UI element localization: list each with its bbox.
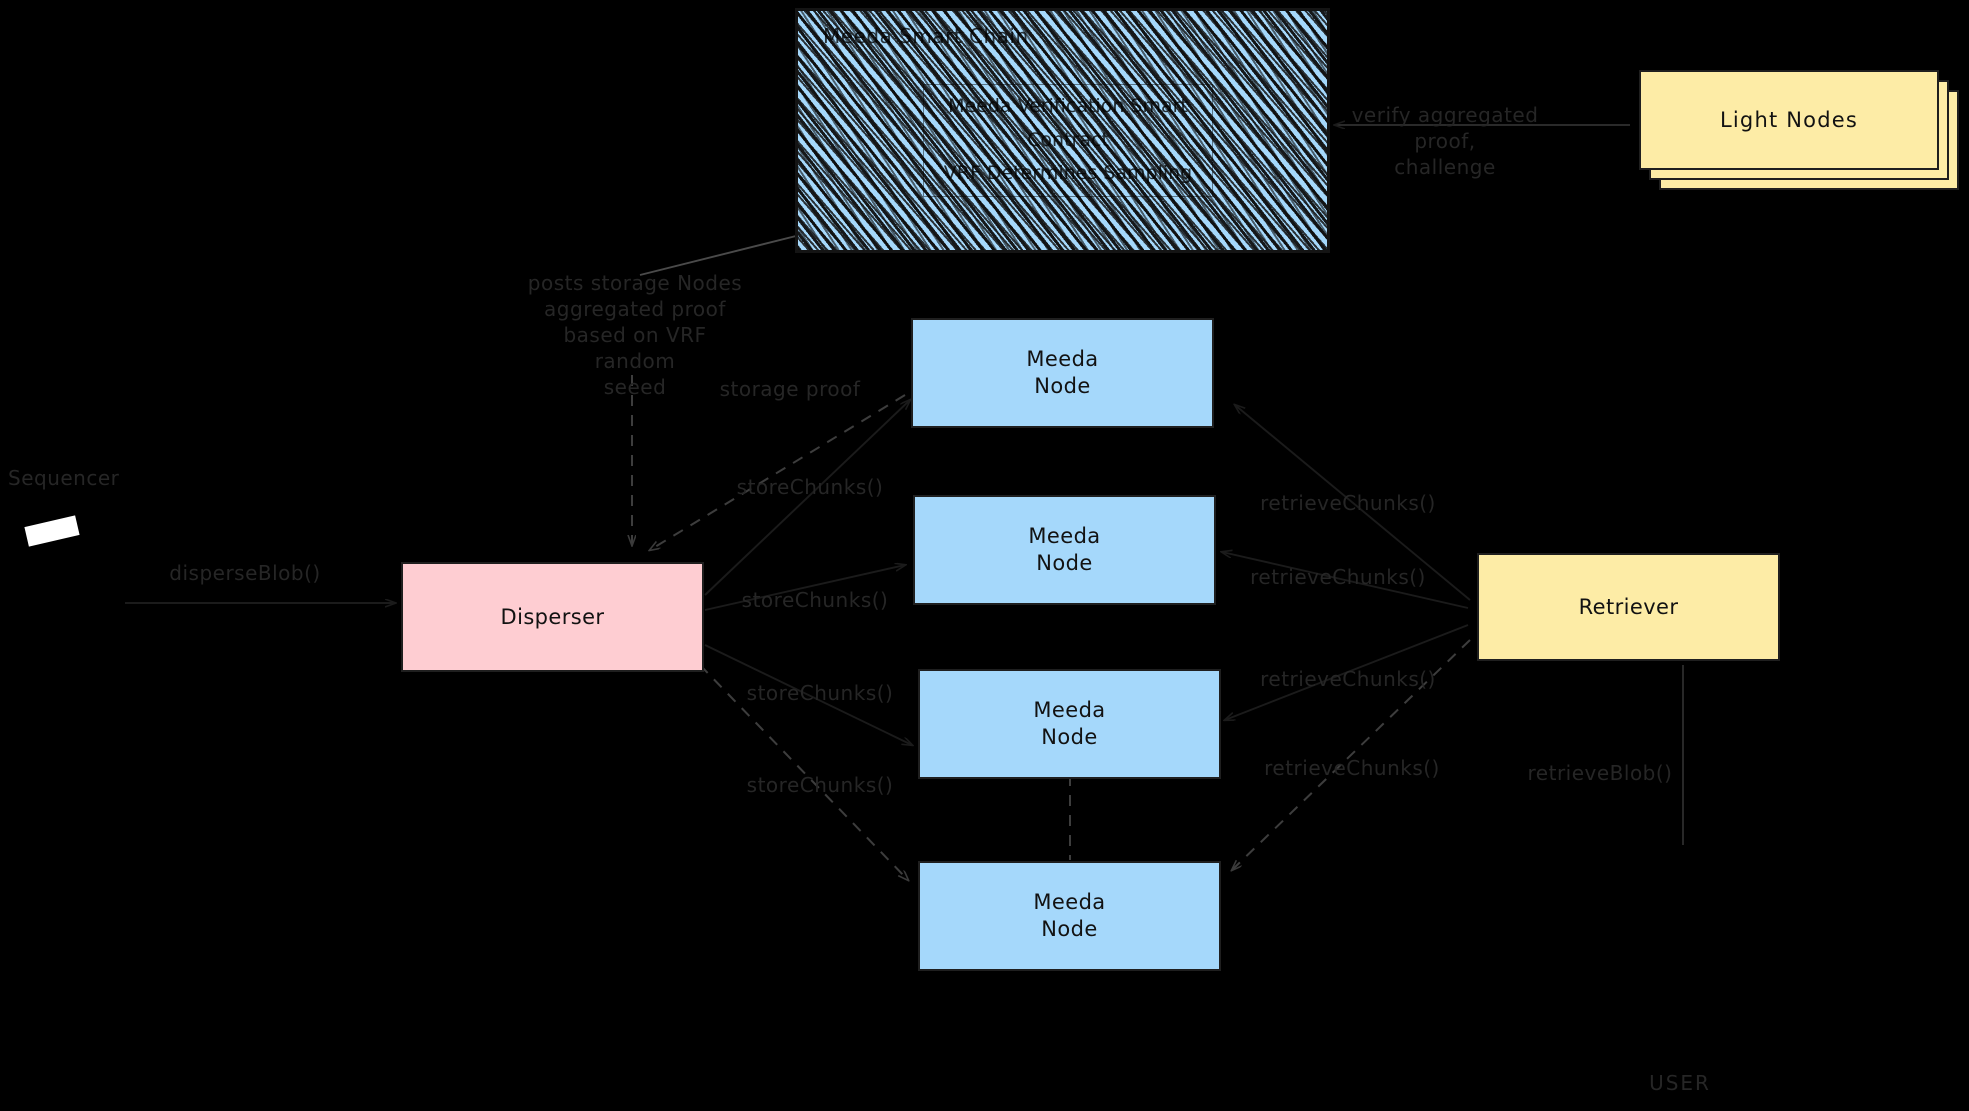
label-store-chunks-1: storeChunks(): [736, 475, 884, 499]
node-meeda-node-4[interactable]: Meeda Node: [918, 861, 1221, 971]
label-verify-challenge: verify aggregated proof, challenge: [1351, 103, 1539, 179]
label-retrieve-chunks-4: retrieveChunks(): [1264, 756, 1440, 780]
hatched-fill: [795, 8, 1330, 253]
edge-retrieve-chunks-3: [1225, 624, 1469, 720]
label-retrieve-chunks-2: retrieveChunks(): [1250, 565, 1426, 589]
edge-store-chunks-2: [704, 565, 905, 611]
contract-line-2: Contract: [1027, 128, 1109, 151]
edge-retrieve-chunks-2: [1222, 552, 1469, 609]
label-retrieve-blob: retrieveBlob(): [1527, 761, 1673, 785]
label-store-chunks-4: storeChunks(): [746, 773, 894, 797]
light-nodes-stack[interactable]: Light Nodes: [1639, 70, 1969, 195]
node-meeda-node-3[interactable]: Meeda Node: [918, 669, 1221, 779]
node-disperser[interactable]: Disperser: [401, 562, 704, 672]
contract-line-3: VRF Determines Sampling: [943, 162, 1193, 185]
label-retrieve-chunks-3: retrieveChunks(): [1260, 667, 1436, 691]
node-retriever[interactable]: Retriever: [1477, 553, 1780, 661]
node-meeda-node-1[interactable]: Meeda Node: [911, 318, 1214, 428]
user-label: USER: [1649, 1071, 1711, 1095]
edge-retrieve-chunks-4: [1232, 639, 1471, 870]
label-posts-proof: posts storage Nodes aggregated proof bas…: [527, 271, 743, 399]
sequencer-label: Sequencer: [8, 466, 120, 490]
label-retrieve-chunks-1: retrieveChunks(): [1260, 491, 1436, 515]
label-store-chunks-3: storeChunks(): [746, 681, 894, 705]
contract-line-1: Meeda Verification Smart: [948, 94, 1188, 117]
edge-storage-proof: [650, 394, 906, 550]
edge-store-chunks-4: [699, 664, 908, 880]
meeda-smart-chain-region[interactable]: Meeda Smart Chain Meeda Verification Sma…: [795, 8, 1330, 253]
verification-contract-box[interactable]: Meeda Verification Smart Contract VRF De…: [923, 84, 1213, 197]
edge-retrieve-chunks-1: [1235, 405, 1471, 601]
edge-store-chunks-3: [704, 644, 912, 745]
label-disperse-blob: disperseBlob(): [169, 561, 321, 585]
node-meeda-node-2[interactable]: Meeda Node: [913, 495, 1216, 605]
label-storage-proof: storage proof: [719, 377, 861, 401]
light-nodes-label[interactable]: Light Nodes: [1639, 70, 1939, 170]
label-store-chunks-2: storeChunks(): [741, 588, 889, 612]
edge-store-chunks-1: [704, 400, 910, 596]
chain-title: Meeda Smart Chain: [823, 24, 1029, 48]
